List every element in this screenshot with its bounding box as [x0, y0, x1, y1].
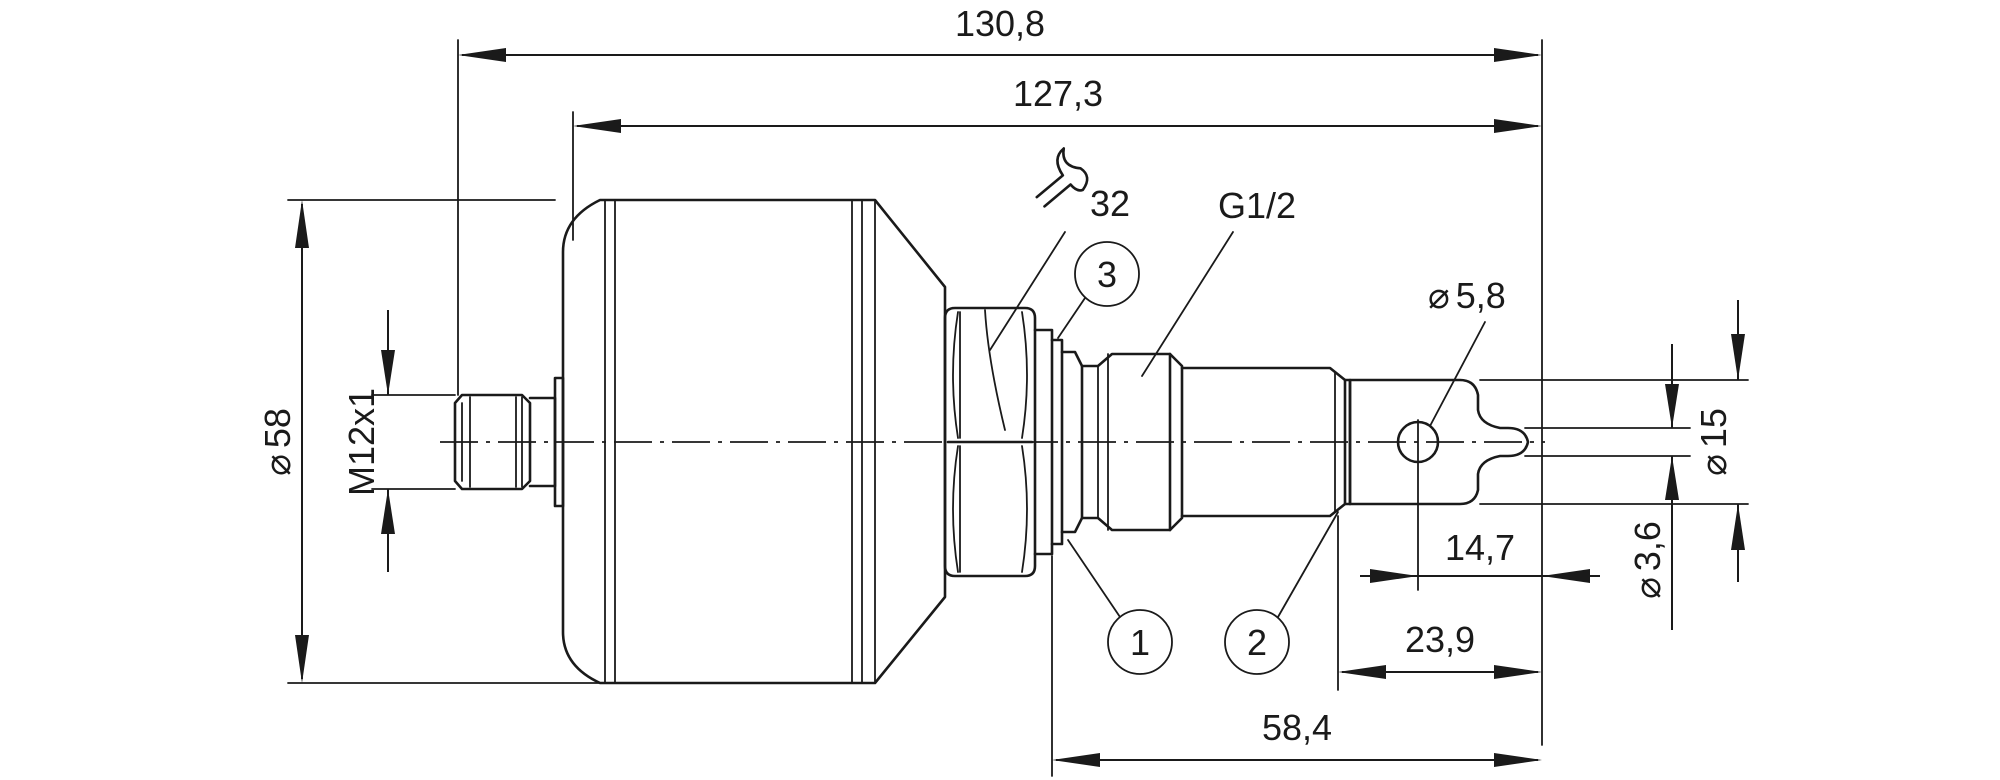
process-thread-label: G1/2: [1218, 185, 1296, 226]
wrench-size-callout: 32: [989, 147, 1130, 351]
dim-body-length: 127,3: [572, 73, 1542, 241]
dim-probe-length: 23,9: [1337, 515, 1542, 691]
hex-nut: [943, 306, 1037, 578]
process-connection: [1033, 328, 1347, 556]
diameter-symbol: ⌀: [1428, 275, 1450, 316]
diameter-symbol: ⌀: [1627, 577, 1668, 599]
dim-body-diameter: ⌀ 58: [257, 199, 601, 684]
probe-diameter-text: ⌀ 15: [1693, 408, 1734, 476]
diameter-symbol: ⌀: [257, 454, 298, 476]
tip-diameter-text: ⌀ 3,6: [1627, 521, 1668, 599]
callout-2-label: 2: [1247, 622, 1267, 663]
process-thread-callout: G1/2: [1141, 185, 1296, 377]
dim-tip-diameter: ⌀ 3,6: [1524, 344, 1691, 630]
hole-diameter-label: 5,8: [1456, 275, 1506, 316]
hole-diameter-text: ⌀5,8: [1428, 275, 1506, 316]
overall-length-label: 130,8: [955, 3, 1045, 44]
callout-1-label: 1: [1130, 622, 1150, 663]
dim-insertion-length: 58,4: [1051, 555, 1542, 777]
callout-3: 3: [1057, 241, 1140, 339]
tip-diameter-label: 3,6: [1627, 521, 1668, 571]
diameter-symbol: ⌀: [1693, 454, 1734, 476]
dim-overall-length: 130,8: [457, 3, 1543, 746]
body-length-label: 127,3: [1013, 73, 1103, 114]
wrench-icon: [1035, 147, 1089, 208]
connector-thread-label: M12x1: [341, 388, 382, 496]
insertion-length-label: 58,4: [1262, 707, 1332, 748]
m12-connector: [453, 376, 565, 508]
dim-hole-diameter: ⌀5,8: [1417, 275, 1506, 591]
probe-diameter-label: 15: [1693, 408, 1734, 448]
callout-2: 2: [1224, 511, 1339, 675]
sensor-housing: [561, 198, 947, 685]
hole-offset-label: 14,7: [1445, 527, 1515, 568]
dim-hole-offset: 14,7: [1360, 527, 1600, 583]
body-diameter-label: 58: [257, 408, 298, 448]
callout-1: 1: [1067, 539, 1173, 675]
dim-connector-thread: M12x1: [341, 310, 456, 572]
callout-3-label: 3: [1097, 254, 1117, 295]
body-diameter-text: ⌀ 58: [257, 408, 298, 476]
wrench-size-label: 32: [1090, 183, 1130, 224]
dim-probe-diameter: ⌀ 15: [1479, 300, 1749, 582]
probe-length-label: 23,9: [1405, 619, 1475, 660]
